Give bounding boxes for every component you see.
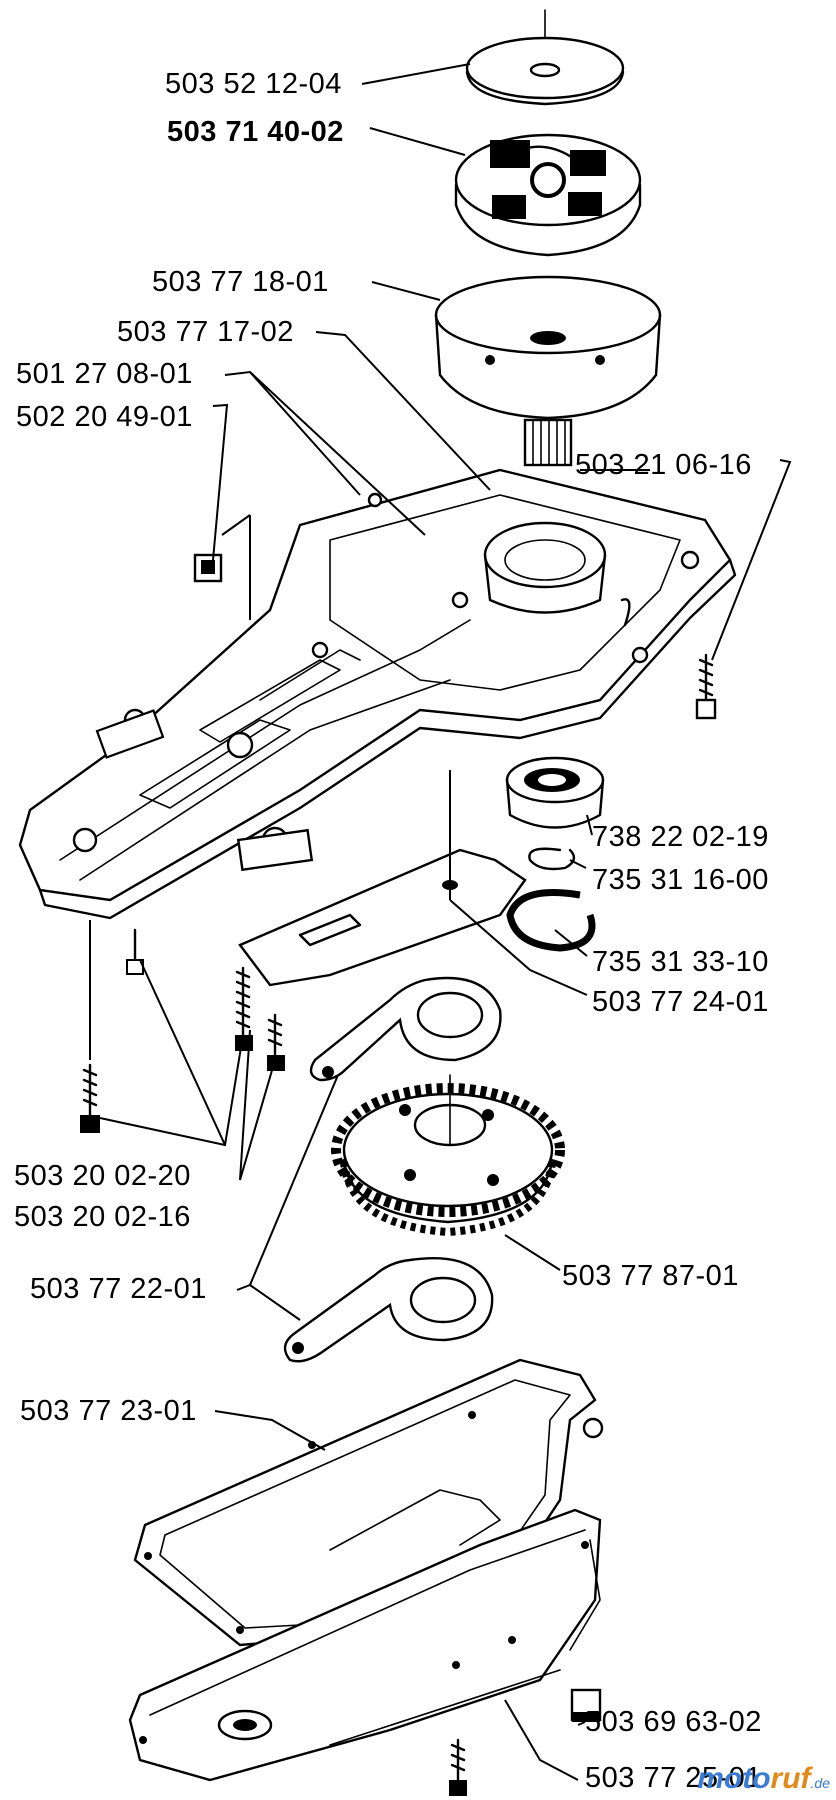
part-label-503-77-24-01: 503 77 24-01 [592,986,769,1018]
clutch-drum-drawing [434,275,662,467]
bolt-right-drawing [695,653,717,720]
bolts-left-drawing [80,928,285,1133]
washer-drawing [465,9,625,106]
gear-drawing [331,1074,565,1237]
part-label-735-31-33-10: 735 31 33-10 [592,946,769,978]
part-label-503-77-17-02: 503 77 17-02 [117,316,294,348]
part-label-738-22-02-19: 738 22 02-19 [592,821,769,853]
bearing-drawing [505,756,605,829]
part-label-503-20-02-20: 503 20 02-20 [14,1160,191,1192]
cover-drawing [128,1508,602,1782]
gear-housing-drawing [18,468,737,920]
part-label-503-71-40-02: 503 71 40-02 [167,116,344,148]
part-label-502-20-49-01: 502 20 49-01 [16,401,193,433]
link-upper-drawing [309,976,502,1082]
grommet-drawing [193,514,251,620]
part-label-735-31-16-00: 735 31 16-00 [592,864,769,896]
part-label-501-27-08-01: 501 27 08-01 [16,358,193,390]
part-label-503-69-63-02: 503 69 63-02 [585,1706,762,1738]
watermark-part2: ruf [770,1762,811,1795]
clutch-drawing [454,133,642,257]
part-label-503-77-87-01: 503 77 87-01 [562,1260,739,1292]
motoruf-watermark-logo: motoruf.de [697,1762,830,1796]
part-label-503-20-02-16: 503 20 02-16 [14,1201,191,1233]
part-label-503-77-18-01: 503 77 18-01 [152,266,329,298]
circlip-small-drawing [528,847,576,871]
link-lower-drawing [283,1256,494,1363]
leader-lines [89,63,792,1781]
part-label-503-52-12-04: 503 52 12-04 [165,68,342,100]
watermark-part1: moto [697,1762,771,1795]
bolts-bottom-drawing [449,1688,602,1796]
part-label-503-77-25-01: 503 77 25-01 [585,1762,762,1794]
watermark-suffix: .de [810,1775,830,1791]
gasket-plate-drawing [238,848,527,987]
part-label-503-21-06-16: 503 21 06-16 [575,449,752,481]
circlip-large-drawing [506,889,596,952]
part-label-503-77-23-01: 503 77 23-01 [20,1395,197,1427]
part-label-503-77-22-01: 503 77 22-01 [30,1273,207,1305]
